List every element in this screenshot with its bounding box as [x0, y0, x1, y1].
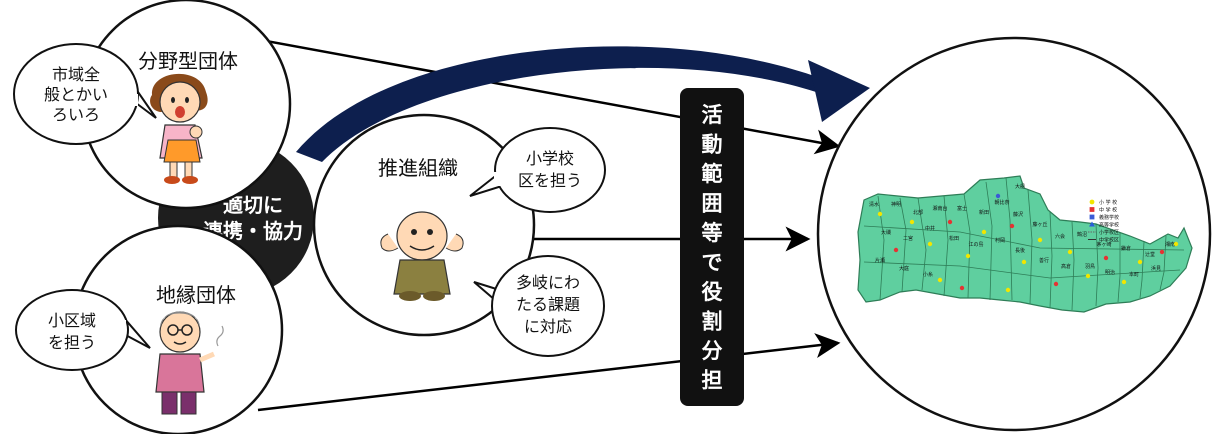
- legend-label: 小学校区: [1099, 229, 1119, 236]
- district-label: 鎌倉: [1121, 245, 1131, 252]
- legend-item: 高等学校: [1089, 221, 1119, 229]
- bubble-diverse-issues-line-1: 多岐にわ: [516, 273, 580, 292]
- district-label: 鵠沼: [1077, 231, 1087, 238]
- role-banner-char: 囲: [702, 192, 723, 216]
- district-label: 江の島: [968, 241, 983, 248]
- role-banner-char: 分: [702, 339, 723, 363]
- bubble-diverse-issues: 多岐にわ たる課題 に対応: [473, 255, 605, 357]
- district-label: 茅ヶ崎: [1096, 241, 1111, 248]
- bubble-city-wide-line-1: 市域全: [52, 65, 100, 84]
- district-label: 湘南台: [932, 205, 947, 212]
- district-label: 中井: [925, 225, 935, 232]
- district-label: 湘南: [1165, 241, 1175, 248]
- district-label: 神明: [891, 201, 901, 208]
- legend-item: 中 学 校: [1089, 207, 1117, 214]
- bubble-city-wide: 市域全 般とかい ろいろ: [13, 43, 157, 145]
- district-label: 大磯: [881, 229, 891, 236]
- legend-item: 小学校区: [1088, 229, 1119, 236]
- district-label: 藤ヶ丘: [1032, 221, 1047, 228]
- school-markers: [877, 193, 1179, 293]
- legend-label: 小 学 校: [1099, 199, 1117, 206]
- district-label: 大庭: [899, 265, 909, 272]
- district-label: 浜見: [1151, 265, 1161, 272]
- district-label: 大船: [1015, 183, 1025, 190]
- bubble-school-district-line-1: 小学校: [526, 149, 574, 168]
- legend-marker: [1089, 207, 1095, 212]
- district-label: 明治: [1105, 269, 1115, 276]
- bubble-city-wide-line-2: 般とかい: [44, 85, 108, 104]
- bubble-small-district: 小区域 を担う: [15, 289, 151, 371]
- district-label: 本町: [1129, 271, 1139, 278]
- district-label: 六会: [1055, 233, 1065, 240]
- bubble-diverse-issues-line-2: たる課題: [516, 295, 580, 314]
- legend-item: 義務学校: [1089, 214, 1119, 221]
- role-banner-char: 担: [702, 369, 723, 393]
- district-label: 二宮: [903, 235, 913, 242]
- legend-label: 中 学 校: [1099, 207, 1117, 214]
- district-label: 新田: [979, 209, 989, 216]
- coordination-arrow: [296, 46, 870, 162]
- bald-man-figure: [380, 211, 464, 301]
- woman-figure: [150, 73, 208, 184]
- legend-label: 義務学校: [1099, 214, 1119, 221]
- elderly-man-figure: [155, 311, 224, 415]
- promotion-title: 推進組織: [378, 156, 458, 180]
- bubble-small-district-line-2: を担う: [48, 333, 96, 352]
- bubble-school-district: 小学校 区を担う: [469, 127, 606, 213]
- legend-label: 中学校区: [1099, 237, 1119, 244]
- legend-marker: [1089, 199, 1095, 205]
- bubble-school-district-line-2: 区を担う: [518, 171, 582, 190]
- district-label: 小糸: [923, 271, 933, 278]
- district-label: 長後: [1015, 247, 1025, 254]
- role-banner-char: 動: [702, 133, 723, 157]
- district-label: 羽鳥: [1085, 263, 1095, 270]
- legend-label: 高等学校: [1099, 222, 1119, 229]
- role-banner-char: 活: [702, 103, 723, 127]
- district-label: 藤沢: [1013, 211, 1023, 218]
- role-banner-char: 等: [702, 221, 723, 245]
- role-banner-char: 割: [702, 310, 723, 334]
- district-label: 辻堂: [1145, 251, 1155, 258]
- district-label: 善行: [1039, 257, 1049, 264]
- legend-item: 小 学 校: [1089, 199, 1117, 206]
- role-banner-char: で: [702, 251, 723, 275]
- role-banner-char: 範: [702, 162, 723, 186]
- district-label: 北部: [913, 209, 923, 216]
- district-label: 富士: [957, 205, 967, 212]
- territorial-title: 地縁団体: [156, 283, 236, 307]
- legend-marker: [1089, 214, 1095, 220]
- legend-marker: [1089, 221, 1095, 227]
- legend-item: 中学校区: [1088, 237, 1119, 244]
- role-banner-char: 役: [702, 280, 723, 304]
- bubble-diverse-issues-line-3: に対応: [524, 317, 572, 336]
- bubble-small-district-line-1: 小区域: [48, 311, 96, 330]
- district-label: 清水: [869, 201, 879, 208]
- district-label: 片瀬: [875, 257, 885, 264]
- bubble-city-wide-line-3: ろいろ: [52, 105, 100, 124]
- district-label: 朝比奈: [994, 199, 1009, 206]
- district-label: 村岡: [995, 237, 1005, 244]
- field-type-title: 分野型団体: [138, 49, 238, 73]
- district-label: 高倉: [1061, 263, 1071, 270]
- district-label: 松田: [949, 235, 959, 242]
